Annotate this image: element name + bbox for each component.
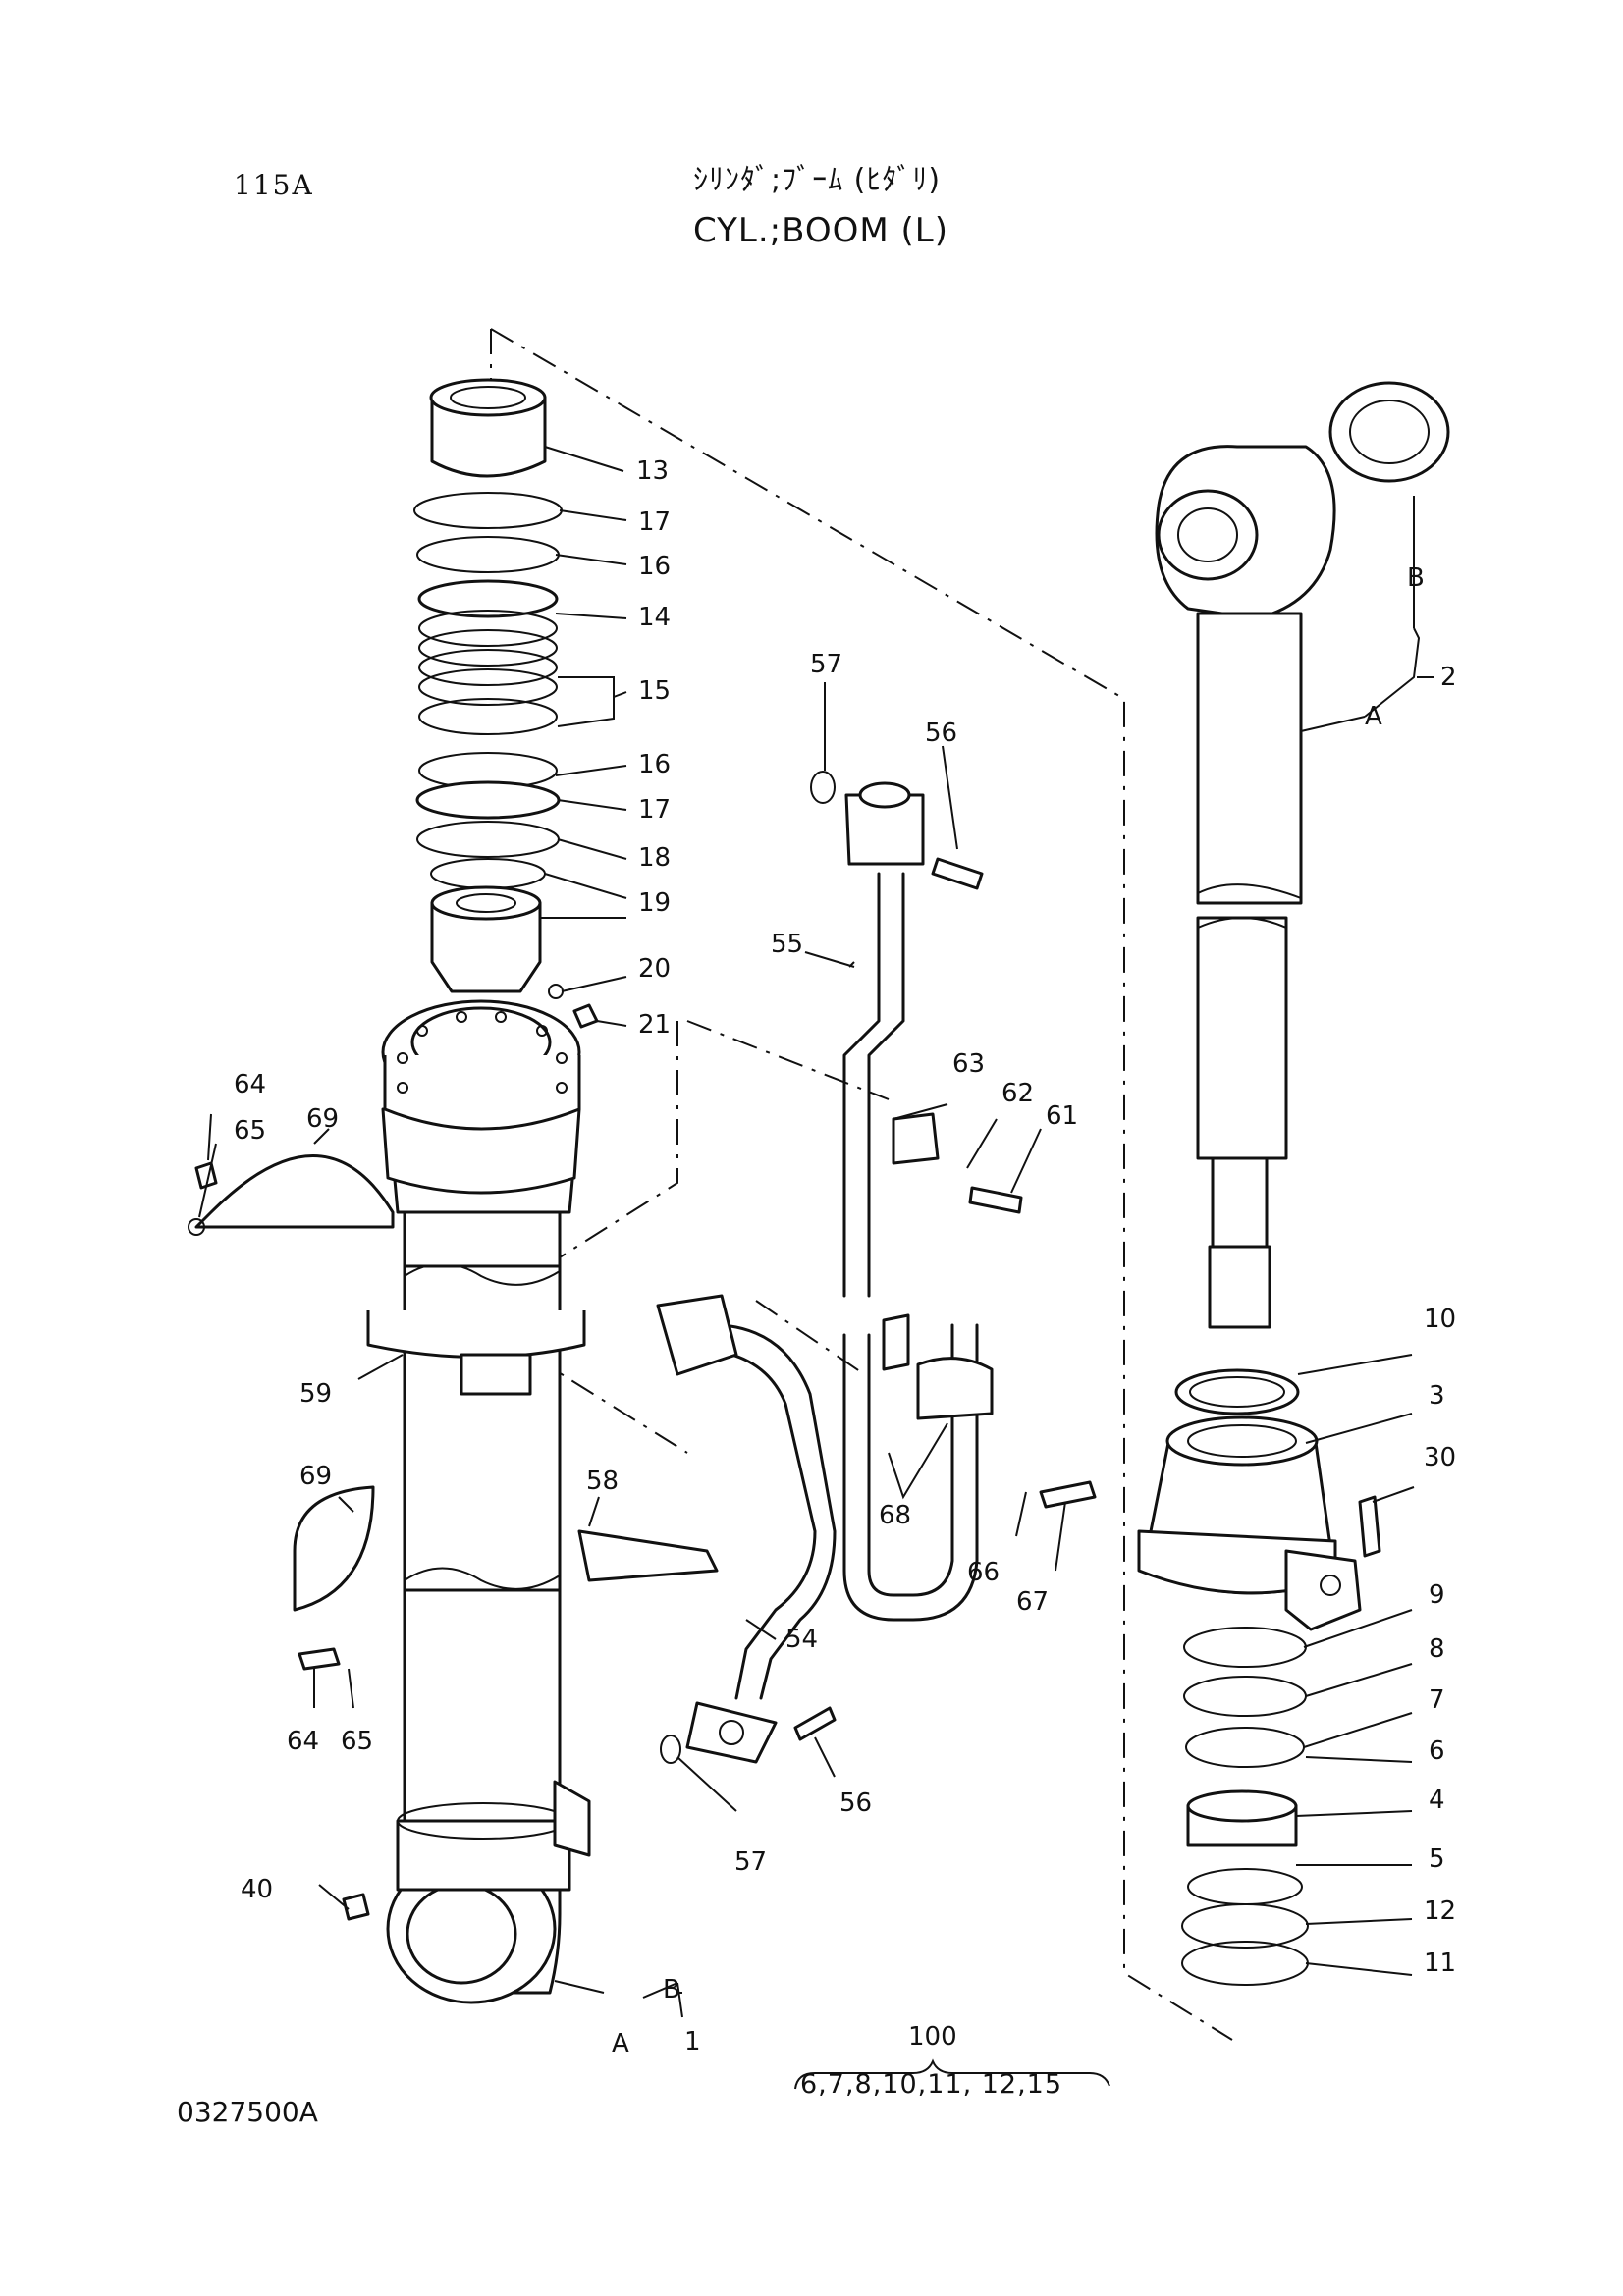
callout-55: 55 bbox=[771, 930, 803, 959]
page-number: 115A bbox=[234, 169, 314, 201]
callout-4: 4 bbox=[1429, 1786, 1445, 1815]
callout-69a: 69 bbox=[306, 1104, 339, 1134]
callout-65a: 65 bbox=[234, 1116, 266, 1146]
callout-30: 30 bbox=[1424, 1443, 1456, 1472]
callout-16a: 16 bbox=[638, 552, 671, 581]
callout-64a: 64 bbox=[234, 1070, 266, 1099]
piston-rod-assembly bbox=[1155, 381, 1450, 1329]
callout-63: 63 bbox=[952, 1049, 985, 1079]
callout-61: 61 bbox=[1046, 1101, 1078, 1131]
kit-contents: 6,7,8,10,11, 12,15 bbox=[800, 2069, 1063, 2100]
callout-64b: 64 bbox=[287, 1727, 319, 1756]
callout-20: 20 bbox=[638, 954, 671, 984]
callout-A-tube: A bbox=[612, 2029, 629, 2058]
callout-56b: 56 bbox=[839, 1789, 872, 1818]
callout-62: 62 bbox=[1001, 1079, 1034, 1108]
cylinder-tube-assembly bbox=[381, 999, 591, 2004]
callout-56a: 56 bbox=[925, 719, 957, 748]
drawing-number: 0327500A bbox=[177, 2096, 318, 2128]
callout-5: 5 bbox=[1429, 1844, 1445, 1874]
callout-7: 7 bbox=[1429, 1685, 1445, 1715]
callout-65b: 65 bbox=[341, 1727, 373, 1756]
callout-66: 66 bbox=[967, 1558, 1000, 1587]
callout-67: 67 bbox=[1016, 1587, 1049, 1617]
callout-9: 9 bbox=[1429, 1580, 1445, 1610]
callout-69b: 69 bbox=[299, 1462, 332, 1491]
callout-B-rod: B bbox=[1407, 563, 1425, 593]
callout-13: 13 bbox=[636, 456, 669, 486]
callout-8: 8 bbox=[1429, 1634, 1445, 1664]
callout-12: 12 bbox=[1424, 1896, 1456, 1926]
callout-labels: 13 17 16 14 15 16 17 18 19 20 21 64 65 6… bbox=[234, 456, 1457, 2058]
piping-assembly bbox=[656, 781, 979, 1764]
kit-brace bbox=[794, 2058, 1110, 2090]
callout-19: 19 bbox=[638, 888, 671, 918]
callout-54: 54 bbox=[785, 1625, 818, 1654]
leader-lines bbox=[198, 446, 1434, 2018]
clamps-and-brackets bbox=[194, 1112, 994, 1612]
callout-2: 2 bbox=[1440, 663, 1457, 692]
callout-17b: 17 bbox=[638, 795, 671, 825]
kit-number: 100 bbox=[908, 2022, 957, 2052]
callout-40: 40 bbox=[241, 1875, 273, 1904]
callout-3: 3 bbox=[1429, 1381, 1445, 1411]
callout-21: 21 bbox=[638, 1010, 671, 1040]
callout-18: 18 bbox=[638, 843, 671, 873]
title-japanese: ｼﾘﾝﾀﾞ;ﾌﾞｰﾑ (ﾋﾀﾞﾘ) bbox=[693, 163, 942, 197]
callout-10: 10 bbox=[1424, 1305, 1456, 1334]
callout-A-rod: A bbox=[1365, 702, 1382, 731]
title-english: CYL.;BOOM (L) bbox=[693, 211, 948, 250]
callout-15: 15 bbox=[638, 676, 671, 706]
callout-17a: 17 bbox=[638, 507, 671, 537]
assembly-guide-lines bbox=[490, 328, 1233, 2041]
callout-14: 14 bbox=[638, 603, 671, 632]
callout-B-tube: B bbox=[663, 1975, 680, 2004]
callout-59: 59 bbox=[299, 1379, 332, 1409]
callout-57a: 57 bbox=[810, 650, 842, 679]
callout-6: 6 bbox=[1429, 1736, 1445, 1766]
callout-11: 11 bbox=[1424, 1949, 1456, 1978]
callout-57b: 57 bbox=[734, 1847, 767, 1877]
callout-16b: 16 bbox=[638, 750, 671, 779]
cylinder-head-assembly bbox=[1137, 1368, 1362, 1986]
callout-1: 1 bbox=[684, 2027, 701, 2056]
fasteners bbox=[188, 771, 1381, 1921]
callout-68: 68 bbox=[879, 1501, 911, 1530]
piston-stack bbox=[413, 378, 599, 1029]
callout-58: 58 bbox=[586, 1467, 619, 1496]
